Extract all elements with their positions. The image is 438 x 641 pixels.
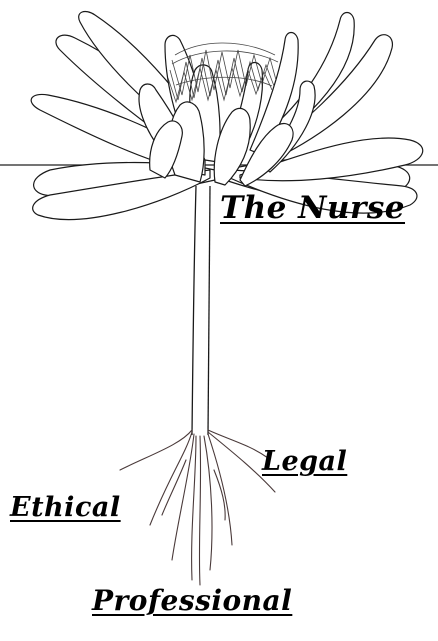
stem — [192, 186, 210, 435]
label-the-nurse: The Nurse — [220, 190, 405, 226]
label-professional: Professional — [92, 584, 292, 617]
label-legal: Legal — [262, 446, 347, 477]
label-ethical: Ethical — [10, 492, 121, 523]
roots — [120, 430, 275, 585]
